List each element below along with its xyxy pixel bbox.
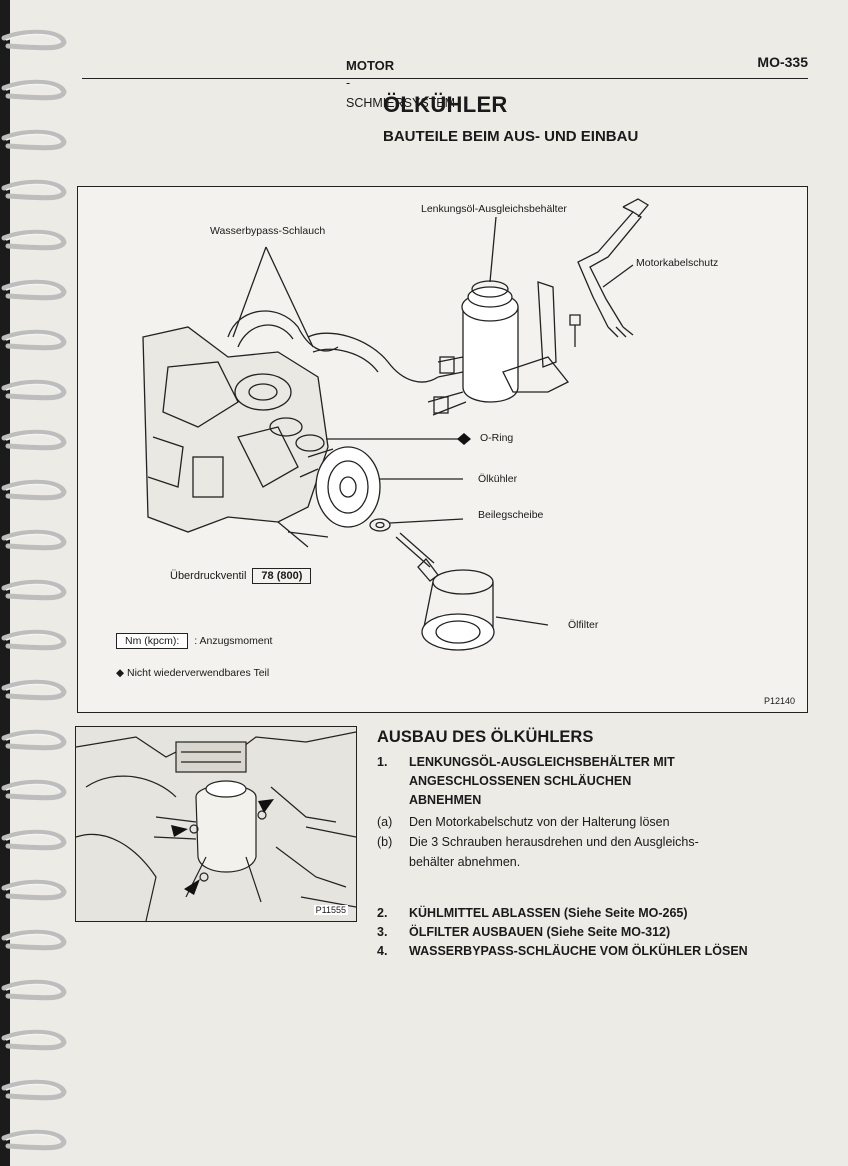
spiral-coil bbox=[1, 179, 67, 201]
step-1-line: ABNEHMEN bbox=[409, 793, 482, 807]
spiral-coil bbox=[1, 29, 67, 51]
step-4-number: 4. bbox=[377, 944, 388, 958]
spiral-coil bbox=[1, 529, 67, 551]
spiral-coil-highlight bbox=[5, 1083, 61, 1093]
spiral-coil bbox=[1, 1079, 67, 1101]
page-subtitle: BAUTEILE BEIM AUS- UND EINBAU bbox=[383, 128, 639, 145]
step-1-number: 1. bbox=[377, 755, 388, 769]
spiral-coil bbox=[1, 329, 67, 351]
legend-torque: Nm (kpcm): : Anzugsmoment bbox=[116, 633, 272, 649]
spiral-coil-highlight bbox=[5, 433, 61, 443]
spiral-coil bbox=[1, 429, 67, 451]
step-2-number: 2. bbox=[377, 906, 388, 920]
spiral-coil bbox=[1, 479, 67, 501]
step-4-text: WASSERBYPASS-SCHLÄUCHE VOM ÖLKÜHLER LÖSE… bbox=[409, 944, 748, 958]
label-reservoir: Lenkungsöl-Ausgleichsbehälter bbox=[421, 203, 567, 215]
spiral-coil-highlight bbox=[5, 483, 61, 493]
spiral-coil bbox=[1, 579, 67, 601]
substep-b-label: (b) bbox=[377, 835, 393, 849]
removal-illustration: P11555 bbox=[75, 726, 357, 922]
spiral-coil-highlight bbox=[5, 683, 61, 693]
figure-id: P12140 bbox=[763, 696, 795, 706]
relief-valve-torque: Überdruckventil 78 (800) bbox=[170, 568, 312, 584]
header-section-title: MOTOR - SCHMIERSYSTEM bbox=[346, 58, 456, 110]
spiral-coil-highlight bbox=[5, 633, 61, 643]
step-3-text: ÖLFILTER AUSBAUEN (Siehe Seite MO-312) bbox=[409, 925, 671, 939]
spiral-coil-highlight bbox=[5, 583, 61, 593]
spiral-binding bbox=[0, 0, 67, 1166]
label-cable-guard: Motorkabelschutz bbox=[636, 257, 719, 269]
spiral-coil bbox=[1, 379, 67, 401]
label-oil-filter: Ölfilter bbox=[568, 619, 599, 631]
spiral-coil bbox=[1, 979, 67, 1001]
substep-b: (b) Die 3 Schrauben herausdrehen und den… bbox=[377, 832, 807, 872]
spiral-coil-highlight bbox=[5, 83, 61, 93]
spiral-coil bbox=[1, 129, 67, 151]
substep-a-text: Den Motorkabelschutz von der Halterung l… bbox=[409, 815, 670, 829]
reservoir-removal-drawing bbox=[76, 731, 356, 921]
substep-b-line: behälter abnehmen. bbox=[409, 855, 521, 869]
label-o-ring: O-Ring bbox=[480, 432, 514, 444]
spiral-coil-highlight bbox=[5, 783, 61, 793]
step-3-number: 3. bbox=[377, 925, 388, 939]
step-1: 1. LENKUNGSÖL-AUSGLEICHSBEHÄLTER MIT ANG… bbox=[377, 753, 807, 810]
spiral-coil bbox=[1, 79, 67, 101]
label-bypass-hose: Wasserbypass-Schlauch bbox=[210, 225, 326, 237]
page-header: MOTOR - SCHMIERSYSTEM MO-335 bbox=[82, 54, 808, 110]
substep-b-line: Die 3 Schrauben herausdrehen und den Aus… bbox=[409, 835, 699, 849]
spiral-coil-highlight bbox=[5, 283, 61, 293]
spiral-coil-highlight bbox=[5, 183, 61, 193]
removal-section: AUSBAU DES ÖLKÜHLERS 1. LENKUNGSÖL-AUSGL… bbox=[377, 728, 807, 961]
spiral-coil-highlight bbox=[5, 733, 61, 743]
removal-heading: AUSBAU DES ÖLKÜHLERS bbox=[377, 728, 594, 746]
components-diagram: Lenkungsöl-Ausgleichsbehälter Wasserbypa… bbox=[77, 186, 808, 713]
substep-a: (a) Den Motorkabelschutz von der Halteru… bbox=[377, 812, 807, 832]
step-3: 3. ÖLFILTER AUSBAUEN (Siehe Seite MO-312… bbox=[377, 923, 807, 942]
step-4: 4. WASSERBYPASS-SCHLÄUCHE VOM ÖLKÜHLER L… bbox=[377, 942, 807, 961]
step-1-line: LENKUNGSÖL-AUSGLEICHSBEHÄLTER MIT bbox=[409, 755, 675, 769]
legend-nm-text: : Anzugsmoment bbox=[194, 635, 273, 647]
spiral-coil bbox=[1, 729, 67, 751]
spiral-coil bbox=[1, 829, 67, 851]
spiral-coil-highlight bbox=[5, 933, 61, 943]
spiral-coil-highlight bbox=[5, 233, 61, 243]
spiral-coil bbox=[1, 679, 67, 701]
label-relief-valve: Überdruckventil bbox=[170, 570, 247, 582]
step-2: 2. KÜHLMITTEL ABLASSEN (Siehe Seite MO-2… bbox=[377, 904, 807, 923]
spiral-coil-highlight bbox=[5, 383, 61, 393]
spiral-coil bbox=[1, 879, 67, 901]
spiral-coil-highlight bbox=[5, 1133, 61, 1143]
legend-nm-box: Nm (kpcm): bbox=[116, 633, 189, 649]
substep-a-label: (a) bbox=[377, 815, 393, 829]
spiral-coil-highlight bbox=[5, 333, 61, 343]
legend-non-reusable: ◆ Nicht wiederverwendbares Teil bbox=[116, 667, 269, 679]
spiral-coil bbox=[1, 1129, 67, 1151]
diamond-icon: ◆ bbox=[116, 667, 125, 679]
spiral-coil-highlight bbox=[5, 33, 61, 43]
spiral-coil-highlight bbox=[5, 983, 61, 993]
spiral-coil bbox=[1, 229, 67, 251]
spiral-coil-highlight bbox=[5, 533, 61, 543]
step-1-line: ANGESCHLOSSENEN SCHLÄUCHEN bbox=[409, 774, 632, 788]
components-illustration bbox=[142, 198, 649, 651]
spiral-coil-highlight bbox=[5, 133, 61, 143]
step-2-text: KÜHLMITTEL ABLASSEN (Siehe Seite MO-265) bbox=[409, 906, 688, 920]
legend-diamond-text: Nicht wiederverwendbares Teil bbox=[127, 667, 270, 679]
page-number: MO-335 bbox=[757, 54, 808, 70]
spiral-coil-highlight bbox=[5, 833, 61, 843]
spiral-coil bbox=[1, 279, 67, 301]
label-oil-cooler: Ölkühler bbox=[478, 473, 518, 485]
spiral-coil bbox=[1, 1029, 67, 1051]
figure2-id: P11555 bbox=[313, 905, 348, 915]
spiral-coil bbox=[1, 779, 67, 801]
label-washer: Beilegscheibe bbox=[478, 509, 544, 521]
spiral-coil bbox=[1, 929, 67, 951]
page-title: ÖLKÜHLER bbox=[383, 92, 508, 117]
spiral-coil-highlight bbox=[5, 1033, 61, 1043]
torque-value: 78 (800) bbox=[252, 568, 312, 584]
spiral-coil-highlight bbox=[5, 883, 61, 893]
spiral-coil bbox=[1, 629, 67, 651]
